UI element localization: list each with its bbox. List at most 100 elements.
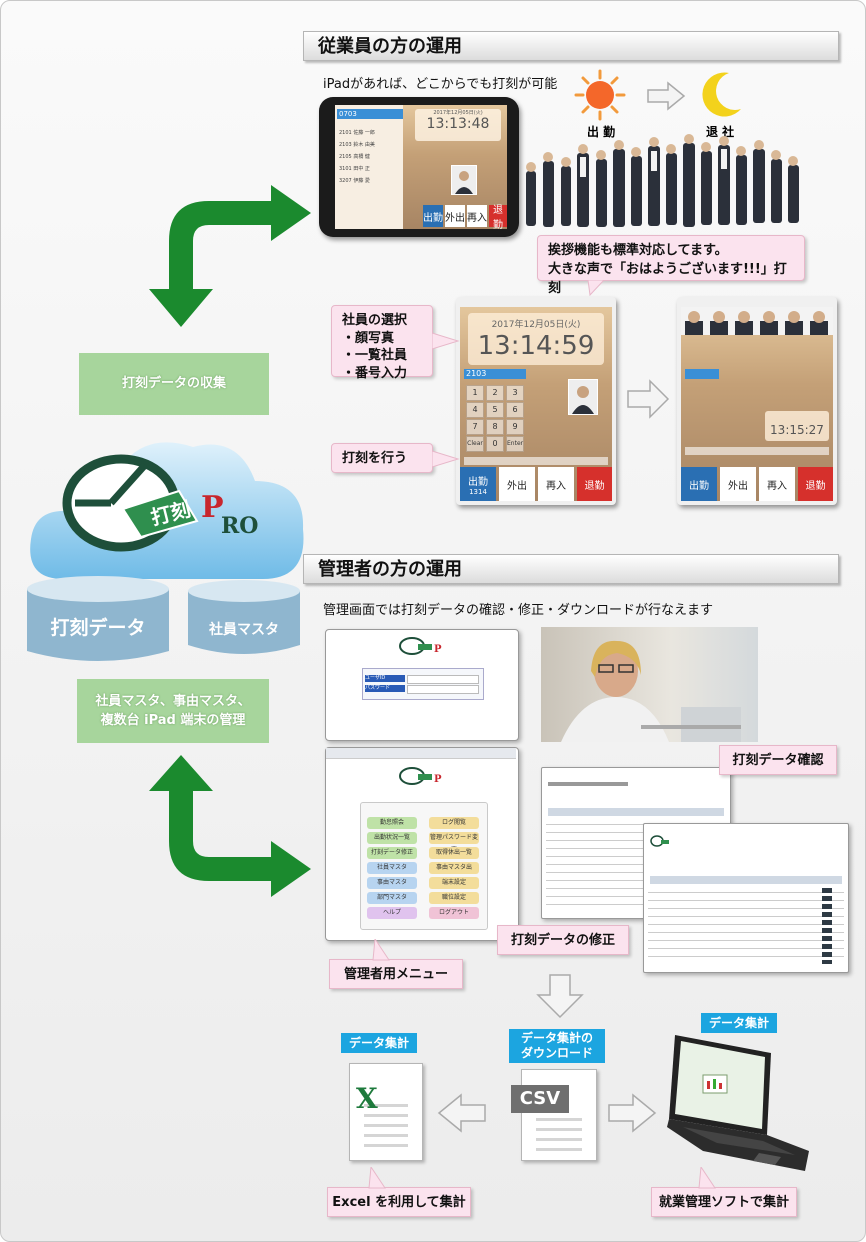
code-field[interactable]: 2103 bbox=[464, 369, 526, 379]
key-8[interactable]: 8 bbox=[486, 419, 504, 435]
keypad[interactable]: 1 2 3 4 5 6 7 8 9 Clear 0 Enter bbox=[466, 385, 526, 455]
key-1[interactable]: 1 bbox=[466, 385, 484, 401]
key-0[interactable]: 0 bbox=[486, 436, 504, 452]
admin-section-header: 管理者の方の運用 bbox=[303, 554, 839, 584]
menu-item[interactable]: 勤怠照会 bbox=[367, 817, 417, 829]
woman-photo bbox=[541, 627, 758, 742]
key-2[interactable]: 2 bbox=[486, 385, 504, 401]
menu-item[interactable]: 社員マスタ bbox=[367, 862, 417, 874]
list-item[interactable]: 2105 高橋 健 bbox=[339, 154, 370, 160]
edit-logo bbox=[650, 832, 674, 847]
tablet-middle-screen: 2017年12月05日(火) 13:14:59 2103 1 2 3 4 5 6… bbox=[460, 307, 612, 501]
arrow-right-icon bbox=[607, 1093, 657, 1137]
menu-item[interactable]: 端末設定 bbox=[429, 877, 479, 889]
key-clear[interactable]: Clear bbox=[466, 436, 484, 452]
go-out-button[interactable]: 外出 bbox=[499, 467, 535, 501]
menu-item[interactable]: ヘルプ bbox=[367, 907, 417, 919]
menu-item[interactable]: 事由マスタ出 bbox=[429, 862, 479, 874]
login-logo: P bbox=[398, 636, 448, 656]
key-enter[interactable]: Enter bbox=[506, 436, 524, 452]
key-5[interactable]: 5 bbox=[486, 402, 504, 418]
clock-in-button[interactable]: 出勤 1314 bbox=[460, 467, 496, 501]
employee-master-database: 社員マスタ bbox=[186, 579, 302, 659]
browser-toolbar bbox=[326, 748, 516, 759]
callout-pointer bbox=[367, 1165, 387, 1193]
select-callout: 社員の選択 ・顔写真 ・一覧社員 ・番号入力 bbox=[331, 305, 433, 381]
table-header bbox=[650, 876, 842, 884]
employee-photo bbox=[568, 379, 598, 415]
key-6[interactable]: 6 bbox=[506, 402, 524, 418]
clock-time: 13:15:27 bbox=[765, 411, 829, 441]
menu-item[interactable]: 管理パスワード変更 bbox=[429, 832, 479, 853]
bidirectional-arrow-top bbox=[141, 181, 321, 335]
menu-item[interactable]: 出勤状況一覧 bbox=[367, 832, 417, 844]
arrow-down-icon bbox=[536, 973, 584, 1023]
edit-buttons-column[interactable] bbox=[822, 888, 832, 964]
go-out-button[interactable]: 外出 bbox=[445, 205, 465, 227]
key-7[interactable]: 7 bbox=[466, 419, 484, 435]
menu-item[interactable]: ログアウト bbox=[429, 907, 479, 919]
code-field[interactable]: 0703 bbox=[337, 109, 403, 119]
clock-date: 2017年12月05日(火) bbox=[433, 110, 483, 116]
csv-document bbox=[521, 1069, 597, 1161]
admin-menu-callout: 管理者用メニュー bbox=[329, 959, 463, 989]
callout-pointer bbox=[431, 449, 460, 473]
menu-logo: P bbox=[398, 766, 448, 786]
software-callout: 就業管理ソフトで集計 bbox=[651, 1187, 797, 1217]
return-button[interactable]: 再入 bbox=[759, 467, 795, 501]
list-item[interactable]: 2101 佐藤 一郎 bbox=[339, 130, 375, 136]
employee-list[interactable]: 2101 佐藤 一郎 2103 鈴木 由美 2105 高橋 健 3101 田中 … bbox=[339, 127, 375, 187]
password-input[interactable] bbox=[407, 685, 479, 694]
select-item: ・番号入力 bbox=[342, 365, 408, 381]
select-item: ・顔写真 bbox=[342, 330, 395, 346]
key-3[interactable]: 3 bbox=[506, 385, 524, 401]
face-photo-strip[interactable] bbox=[681, 307, 833, 335]
fix-callout: 打刻データの修正 bbox=[497, 925, 629, 955]
select-item: ・一覧社員 bbox=[342, 348, 408, 364]
list-item[interactable]: 3101 田中 正 bbox=[339, 166, 370, 172]
employee-photo bbox=[451, 165, 477, 195]
data-aggregate-tag-right: データ集計 bbox=[701, 1013, 777, 1033]
message-bar bbox=[685, 447, 829, 455]
return-button[interactable]: 再入 bbox=[538, 467, 574, 501]
clock-out-button[interactable]: 退勤 bbox=[577, 467, 612, 501]
password-label: パスワード bbox=[365, 685, 405, 692]
admin-menu-panel: 勤怠照会 ログ閲覧 出勤状況一覧 管理パスワード変更 打刻データ修正 取得休出一… bbox=[360, 802, 488, 930]
go-out-button[interactable]: 外出 bbox=[720, 467, 756, 501]
key-9[interactable]: 9 bbox=[506, 419, 524, 435]
clock-out-button[interactable]: 退勤 bbox=[489, 205, 507, 229]
moon-icon bbox=[701, 69, 745, 123]
sun-icon bbox=[574, 69, 626, 121]
punch-callout: 打刻を行う bbox=[331, 443, 433, 473]
key-4[interactable]: 4 bbox=[466, 402, 484, 418]
list-item[interactable]: 3207 伊藤 愛 bbox=[339, 178, 370, 184]
user-id-input[interactable] bbox=[407, 675, 479, 684]
excel-icon: X bbox=[356, 1082, 378, 1115]
arrow-right-icon bbox=[626, 379, 670, 423]
return-button[interactable]: 再入 bbox=[467, 205, 487, 227]
login-screenshot: P ユーザID パスワード bbox=[325, 629, 519, 741]
list-item[interactable]: 2103 鈴木 由美 bbox=[339, 142, 375, 148]
collect-data-box: 打刻データの収集 bbox=[79, 353, 269, 415]
logo-ro: RO bbox=[221, 513, 258, 539]
manage-box: 社員マスタ、事由マスタ、 複数台 iPad 端末の管理 bbox=[77, 679, 269, 743]
menu-item[interactable]: ログ閲覧 bbox=[429, 817, 479, 829]
laptop-image bbox=[663, 1031, 813, 1181]
master-db-label: 社員マスタ bbox=[209, 622, 279, 638]
clock-out-button[interactable]: 退勤 bbox=[798, 467, 833, 501]
clock-in-button[interactable]: 出勤 bbox=[681, 467, 717, 501]
menu-item[interactable]: 職位設定 bbox=[429, 892, 479, 904]
menu-item[interactable]: 事由マスタ bbox=[367, 877, 417, 889]
clock-in-button[interactable]: 出勤 bbox=[423, 205, 443, 227]
tablet-middle: 2017年12月05日(火) 13:14:59 2103 1 2 3 4 5 6… bbox=[456, 297, 616, 505]
menu-item[interactable]: 打刻データ修正 bbox=[367, 847, 417, 859]
tablet-right: 13:15:27 出勤 外出 再入 退勤 bbox=[677, 297, 837, 505]
menu-item[interactable]: 部門マスタ bbox=[367, 892, 417, 904]
download-tag-line1: データ集計の bbox=[520, 1031, 593, 1045]
clock-date: 2017年12月05日(火) bbox=[491, 320, 581, 330]
tablet-top: 0703 2101 佐藤 一郎 2103 鈴木 由美 2105 高橋 健 310… bbox=[319, 97, 519, 237]
menu-item[interactable]: 取得休出一覧 bbox=[429, 847, 479, 859]
greeting-line1: 挨拶機能も標準対応してます。 bbox=[548, 243, 728, 258]
code-field[interactable] bbox=[685, 369, 719, 379]
manage-line2: 複数台 iPad 端末の管理 bbox=[100, 713, 246, 728]
